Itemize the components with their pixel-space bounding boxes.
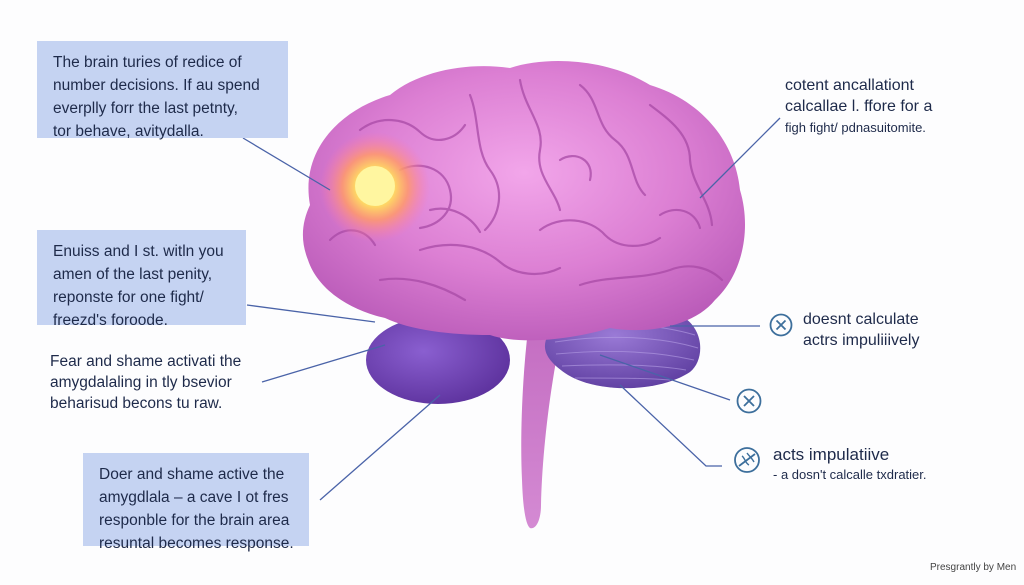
note-mid-right: doesnt calculate actrs impuliiively	[803, 309, 919, 351]
note-left: Fear and shame activati the amygdalaling…	[50, 351, 241, 414]
label-line: freezd's foroode.	[53, 312, 168, 329]
leader-line-1	[242, 137, 331, 191]
label-line: resuntal becomes response.	[99, 535, 294, 552]
label-line: beharisud becons tu raw.	[50, 395, 223, 412]
label-line: tor behave, avitydalla.	[53, 123, 204, 140]
label-line: acts impulatiive	[773, 445, 890, 464]
note-top-right: cotent ancallationt calcallae l. ffore f…	[785, 75, 932, 138]
label-line: actrs impuliiively	[803, 332, 920, 349]
slashed-sphere-icon	[734, 447, 760, 473]
brain-stem	[521, 330, 560, 529]
x-circle-icon	[769, 313, 793, 337]
label-line: amygdalaling in tly bsevior	[50, 374, 232, 391]
leader-line-5	[699, 117, 781, 199]
label-line: The brain turies of redice of	[53, 54, 242, 71]
leader-line-4	[319, 394, 441, 501]
label-line: everplly forr the last petnty,	[53, 100, 238, 117]
label-line: Doer and shame active the	[99, 466, 285, 483]
leader-line-8	[619, 384, 722, 467]
label-line: reponste for one fight/	[53, 289, 204, 306]
label-line: calcallae l. ffore for a	[785, 98, 933, 115]
label-box-bottom-left: Doer and shame active the amygdlala – a …	[83, 453, 309, 552]
label-line: number decisions. If au spend	[53, 77, 260, 94]
label-line: Fear and shame activati the	[50, 353, 242, 370]
label-box-mid-left: Enuiss and I st. witln you amen of the l…	[37, 230, 246, 329]
x-circle-icon	[736, 388, 762, 414]
label-line: cotent ancallationt	[785, 77, 914, 94]
credit-text: Presgrantly by Men	[930, 562, 1017, 573]
note-bottom-right: acts impulatiive - a dosn't calcalle txd…	[773, 444, 927, 484]
label-line: doesnt calculate	[803, 311, 919, 328]
label-line: - a dosn't calcalle txdratier.	[773, 467, 927, 482]
leader-line-2	[246, 304, 376, 323]
leader-line-3	[261, 344, 386, 383]
label-line: amen of the last penity,	[53, 266, 213, 283]
cerebrum	[302, 61, 746, 341]
amygdala	[366, 316, 510, 404]
label-line: amygdlala – a cave I ot fres	[99, 489, 289, 506]
label-line: Enuiss and I st. witln you	[53, 243, 224, 260]
label-box-top-left: The brain turies of redice of number dec…	[37, 41, 288, 140]
label-line: figh fight/ pdnasuitomite.	[785, 120, 926, 135]
label-line: responble for the brain area	[99, 512, 290, 529]
leader-line-7	[599, 354, 731, 401]
